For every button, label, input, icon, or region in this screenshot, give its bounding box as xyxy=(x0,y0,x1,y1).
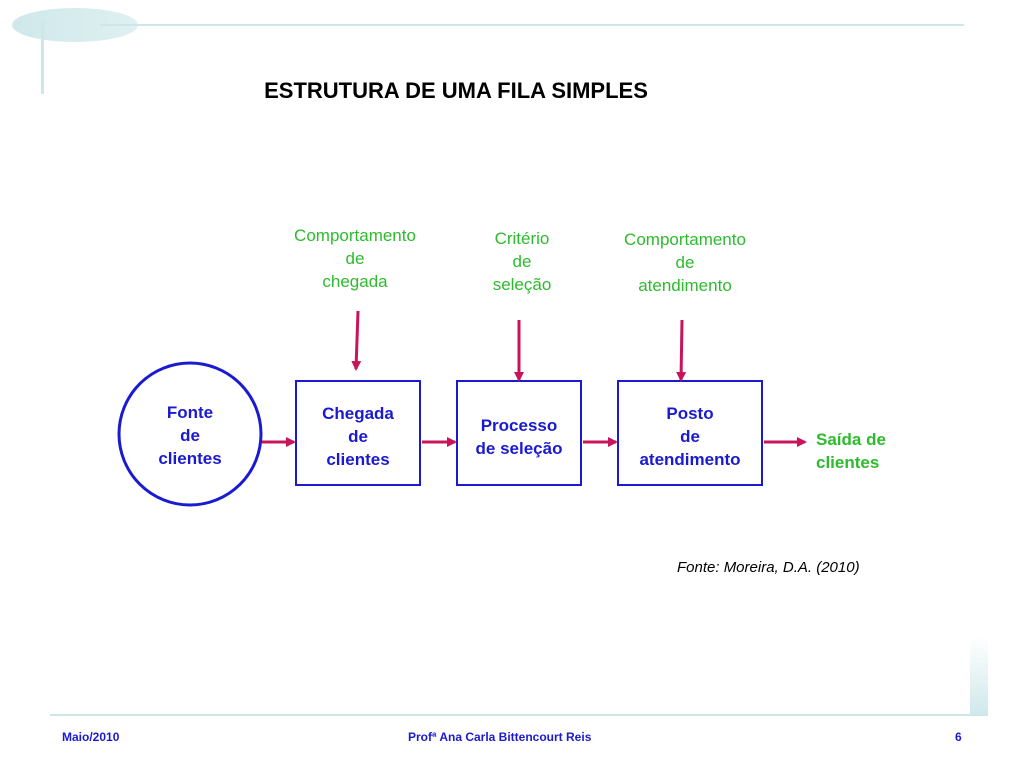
selection-node-box xyxy=(456,380,582,486)
slide-title: ESTRUTURA DE UMA FILA SIMPLES xyxy=(264,78,648,103)
label-service-behavior: Comportamento de atendimento xyxy=(624,230,746,295)
label-arrival-behavior: Comportamento de chegada xyxy=(294,226,416,291)
footer-date: Maio/2010 xyxy=(62,730,120,744)
node-label-exit: Saída de clientes xyxy=(816,430,886,472)
node-label-service: Posto de atendimento xyxy=(639,404,741,469)
decorative-right-bar xyxy=(970,636,988,716)
arrival-node-box xyxy=(295,380,421,486)
footer-author: Profª Ana Carla Bittencourt Reis xyxy=(408,730,592,744)
footer-page-number: 6 xyxy=(955,730,962,744)
node-label-source: Fonte de clientes xyxy=(158,403,222,468)
node-label-arrival: Chegada de clientes xyxy=(322,404,394,469)
decorative-vertical-line xyxy=(41,22,44,94)
source-citation: Fonte: Moreira, D.A. (2010) xyxy=(677,559,860,576)
influence-arrow-service xyxy=(676,319,687,382)
source-node-circle xyxy=(117,361,263,507)
service-node-box xyxy=(617,380,763,486)
decorative-top-line xyxy=(100,24,964,26)
decorative-bottom-line xyxy=(50,714,988,716)
label-selection-criterion: Critério de seleção xyxy=(492,229,552,294)
influence-arrow-arrival xyxy=(351,310,362,371)
node-label-selection: Processo de seleção xyxy=(475,416,563,458)
